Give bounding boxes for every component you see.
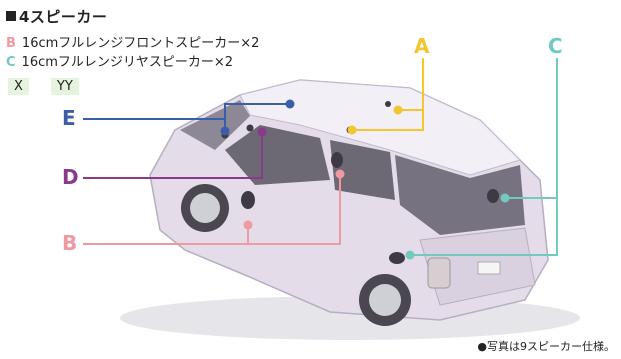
label-a: A: [414, 34, 430, 58]
variant-yy: YY: [50, 78, 79, 95]
legend-text-c: 16cmフルレンジリヤスピーカー×2: [21, 55, 234, 70]
square-bullet-icon: [6, 11, 16, 21]
callout-c: [405, 58, 558, 260]
legend-text-b: 16cmフルレンジフロントスピーカー×2: [21, 36, 260, 51]
label-c: C: [548, 34, 563, 58]
legend-item-b: B 16cmフルレンジフロントスピーカー×2: [6, 32, 259, 51]
label-b: B: [62, 231, 78, 255]
variant-x: X: [8, 78, 29, 95]
label-d: D: [62, 165, 79, 189]
legend-code-b: B: [6, 36, 16, 51]
footnote: ●写真は9スピーカー仕様。: [477, 340, 615, 353]
callout-b: [83, 169, 345, 245]
callout-a: [347, 58, 424, 135]
legend-item-c: C 16cmフルレンジリヤスピーカー×2: [6, 51, 233, 70]
callout-e: [83, 99, 295, 136]
label-e: E: [62, 106, 76, 130]
variant-row: X YY: [8, 78, 79, 95]
page-title: 4スピーカー: [6, 6, 107, 27]
legend-code-c: C: [6, 55, 16, 70]
minivan-illustration: [120, 79, 580, 340]
title-text: 4スピーカー: [19, 8, 108, 26]
callout-d: [83, 127, 267, 179]
